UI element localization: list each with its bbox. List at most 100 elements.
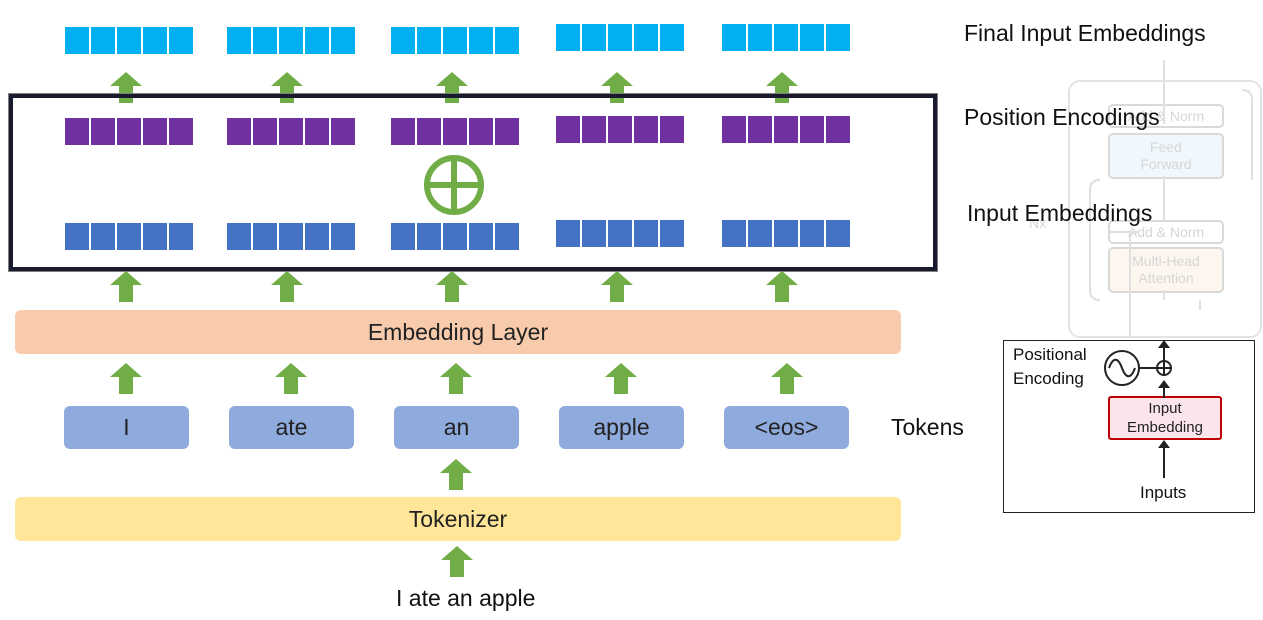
arrow-up-icon bbox=[271, 72, 303, 103]
arrow-up-icon bbox=[440, 363, 472, 394]
vector-cell bbox=[279, 118, 303, 145]
plus-circle-icon bbox=[424, 155, 484, 215]
arrow-up-icon bbox=[441, 546, 473, 577]
vector-cell bbox=[91, 223, 115, 250]
vector-cell bbox=[117, 27, 141, 54]
ghost-add-norm-label: Add & Norm bbox=[1127, 223, 1205, 240]
arrow-up-icon bbox=[601, 72, 633, 103]
inset-input-embedding-line2: Embedding bbox=[1127, 419, 1203, 436]
vector-cell bbox=[253, 118, 277, 145]
vector-cell bbox=[253, 27, 277, 54]
token-label: ate bbox=[275, 414, 308, 440]
vector-cell bbox=[556, 24, 580, 51]
token-box: an bbox=[394, 406, 519, 449]
ghost-add-norm-top: Add & Norm bbox=[1108, 104, 1224, 128]
inset-positional-label-1: Positional bbox=[1013, 345, 1087, 364]
arrow-up-icon bbox=[436, 271, 468, 302]
vector-cell bbox=[495, 118, 519, 145]
vector-cell bbox=[469, 27, 493, 54]
input-embedding-vector bbox=[391, 223, 519, 250]
tokenizer-bar: Tokenizer bbox=[15, 497, 901, 541]
vector-cell bbox=[774, 220, 798, 247]
ghost-multi-head-label: Multi-Head Attention bbox=[1132, 253, 1200, 286]
final-embedding-vector bbox=[227, 27, 355, 54]
vector-cell bbox=[582, 24, 606, 51]
inset-input-embedding-line1: Input bbox=[1148, 400, 1182, 417]
vector-cell bbox=[660, 116, 684, 143]
inset-inputs-label: Inputs bbox=[1140, 483, 1187, 502]
embedding-layer-label: Embedding Layer bbox=[367, 318, 549, 345]
position-encoding-vector bbox=[227, 118, 355, 145]
vector-cell bbox=[391, 223, 415, 250]
vector-cell bbox=[417, 223, 441, 250]
vector-cell bbox=[305, 223, 329, 250]
vector-cell bbox=[91, 27, 115, 54]
token-box: <eos> bbox=[724, 406, 849, 449]
inset-arrow-up-icon bbox=[1158, 340, 1170, 376]
tokenizer-label: Tokenizer bbox=[408, 505, 508, 532]
position-encoding-vector bbox=[556, 116, 684, 143]
vector-cell bbox=[253, 223, 277, 250]
arrow-up-icon bbox=[436, 72, 468, 103]
vector-cell bbox=[279, 27, 303, 54]
vector-cell bbox=[279, 223, 303, 250]
vector-cell bbox=[143, 223, 167, 250]
input-embedding-vector bbox=[722, 220, 850, 247]
vector-cell bbox=[417, 27, 441, 54]
final-embeddings-label: Final Input Embeddings bbox=[964, 20, 1206, 46]
vector-cell bbox=[417, 118, 441, 145]
position-encodings-label: Position Encodings bbox=[964, 104, 1160, 130]
vector-cell bbox=[774, 24, 798, 51]
vector-cell bbox=[608, 116, 632, 143]
vector-cell bbox=[722, 116, 746, 143]
token-box: ate bbox=[229, 406, 354, 449]
vector-cell bbox=[469, 118, 493, 145]
vector-cell bbox=[143, 118, 167, 145]
vector-cell bbox=[305, 27, 329, 54]
vector-cell bbox=[722, 220, 746, 247]
vector-cell bbox=[331, 118, 355, 145]
final-embedding-vector bbox=[722, 24, 850, 51]
token-label: an bbox=[443, 414, 470, 440]
inset-input-embedding-box: Input Embedding bbox=[1108, 396, 1222, 440]
vector-cell bbox=[634, 220, 658, 247]
arrow-up-icon bbox=[110, 72, 142, 103]
vector-cell bbox=[331, 27, 355, 54]
sine-wave-icon bbox=[1104, 350, 1172, 386]
vector-cell bbox=[65, 27, 89, 54]
vector-cell bbox=[169, 27, 193, 54]
token-box: I bbox=[64, 406, 189, 449]
vector-cell bbox=[582, 220, 606, 247]
vector-cell bbox=[826, 24, 850, 51]
vector-cell bbox=[556, 116, 580, 143]
position-encoding-vector bbox=[722, 116, 850, 143]
vector-cell bbox=[826, 116, 850, 143]
arrow-up-icon bbox=[110, 271, 142, 302]
final-embedding-vector bbox=[65, 27, 193, 54]
input-embedding-vector bbox=[65, 223, 193, 250]
vector-cell bbox=[331, 223, 355, 250]
input-embedding-vector bbox=[227, 223, 355, 250]
vector-cell bbox=[556, 220, 580, 247]
vector-cell bbox=[660, 24, 684, 51]
arrow-up-icon bbox=[601, 271, 633, 302]
vector-cell bbox=[800, 24, 824, 51]
vector-cell bbox=[227, 223, 251, 250]
ghost-nx-label: Nx bbox=[1029, 215, 1047, 231]
arrow-up-icon bbox=[771, 363, 803, 394]
vector-cell bbox=[608, 24, 632, 51]
arrow-up-icon bbox=[605, 363, 637, 394]
vector-cell bbox=[748, 116, 772, 143]
ghost-feed-forward: Feed Forward bbox=[1108, 133, 1224, 179]
vector-cell bbox=[391, 27, 415, 54]
inset-positional-label-2: Encoding bbox=[1013, 369, 1084, 388]
vector-cell bbox=[143, 27, 167, 54]
position-encoding-vector bbox=[65, 118, 193, 145]
arrow-up-icon bbox=[110, 363, 142, 394]
ghost-add-norm-top-label: Add & Norm bbox=[1127, 107, 1205, 124]
vector-cell bbox=[443, 223, 467, 250]
embedding-layer-bar: Embedding Layer bbox=[15, 310, 901, 354]
vector-cell bbox=[227, 27, 251, 54]
vector-cell bbox=[305, 118, 329, 145]
arrow-up-icon bbox=[275, 363, 307, 394]
